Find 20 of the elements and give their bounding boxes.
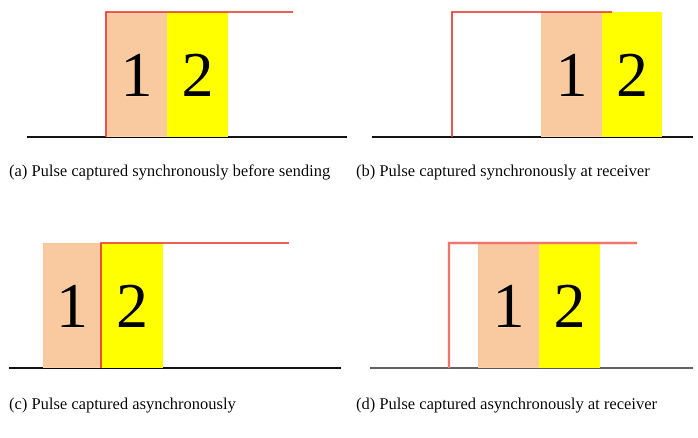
block-number: 2 — [182, 42, 214, 106]
packet-block — [43, 243, 101, 368]
packet-block — [167, 12, 228, 137]
packet-block — [541, 12, 602, 137]
block-number: 1 — [556, 42, 588, 106]
figure-caption: (d) Pulse captured asynchronously at receiver — [356, 393, 658, 415]
block-number: 2 — [554, 274, 586, 338]
block-number: 2 — [116, 274, 148, 338]
packet-block — [106, 12, 167, 137]
block-number: 1 — [120, 42, 152, 106]
packet-block — [602, 12, 662, 137]
block-number: 1 — [492, 274, 524, 338]
block-number: 1 — [56, 274, 88, 338]
packet-block — [478, 243, 539, 368]
packet-block — [101, 243, 163, 368]
figure-caption: (a) Pulse captured synchronously before sending — [9, 160, 332, 182]
block-number: 2 — [616, 42, 648, 106]
figure-caption: (c) Pulse captured asynchronously — [9, 393, 237, 415]
figure-caption: (b) Pulse captured synchronously at receiver — [356, 160, 651, 182]
packet-block — [539, 243, 600, 368]
